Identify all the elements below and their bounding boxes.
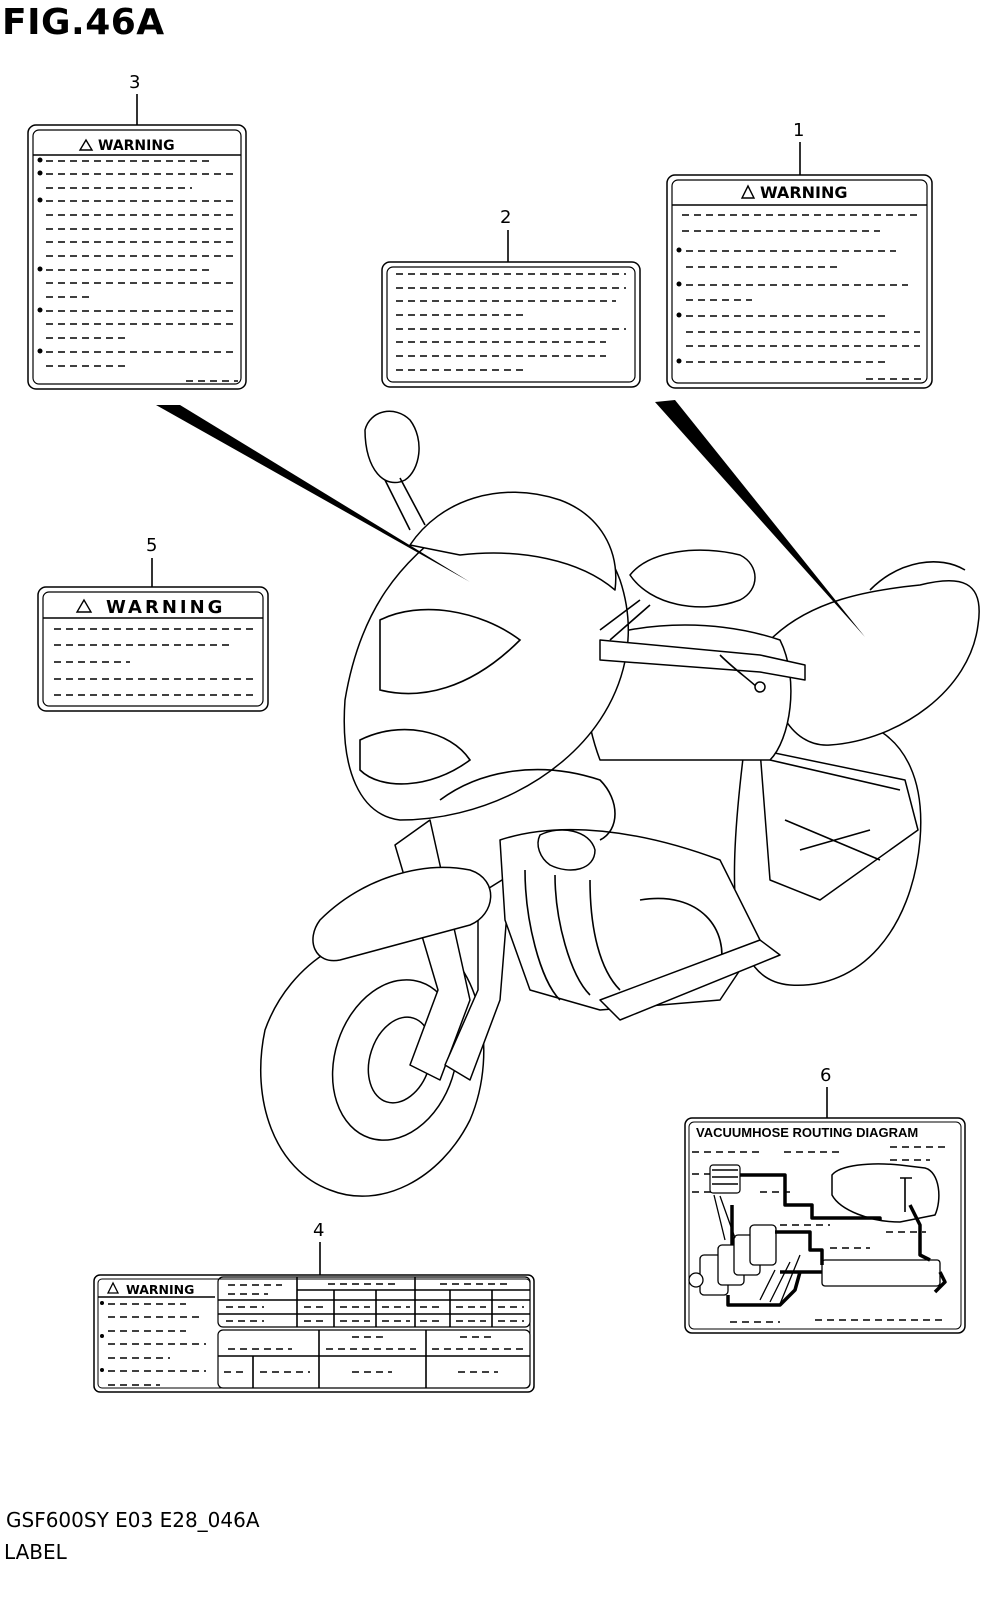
figure-caption: LABEL (4, 1540, 67, 1564)
label-6: 6 VACUUMHOSE ROUTING DIAGRAM (684, 1065, 966, 1334)
label-4: 4 WARNING (93, 1220, 535, 1393)
model-code: GSF600SY E03 E28_046A (6, 1508, 260, 1532)
label-1: 1 WARNING (666, 120, 933, 389)
pointer-label-1 (655, 400, 865, 637)
warning-heading: WARNING (98, 138, 175, 154)
callout-6: 6 (820, 1065, 831, 1086)
motorcycle-illustration (259, 410, 980, 1197)
label-2: 2 (381, 207, 641, 388)
warning-heading: WARNING (106, 597, 225, 618)
callout-4: 4 (313, 1220, 324, 1241)
vacuum-diagram-title: VACUUMHOSE ROUTING DIAGRAM (696, 1125, 918, 1140)
label-5: 5 WARNING (37, 535, 269, 712)
callout-1: 1 (793, 120, 804, 141)
warning-heading: WARNING (760, 183, 848, 202)
pointer-label-3 (156, 405, 470, 582)
callout-5: 5 (146, 535, 157, 556)
callout-3: 3 (129, 72, 140, 93)
callout-2: 2 (500, 207, 511, 228)
label-3: 3 WARNING (27, 72, 247, 390)
figure-title: FIG.46A (2, 2, 165, 43)
warning-heading: WARNING (126, 1282, 194, 1297)
